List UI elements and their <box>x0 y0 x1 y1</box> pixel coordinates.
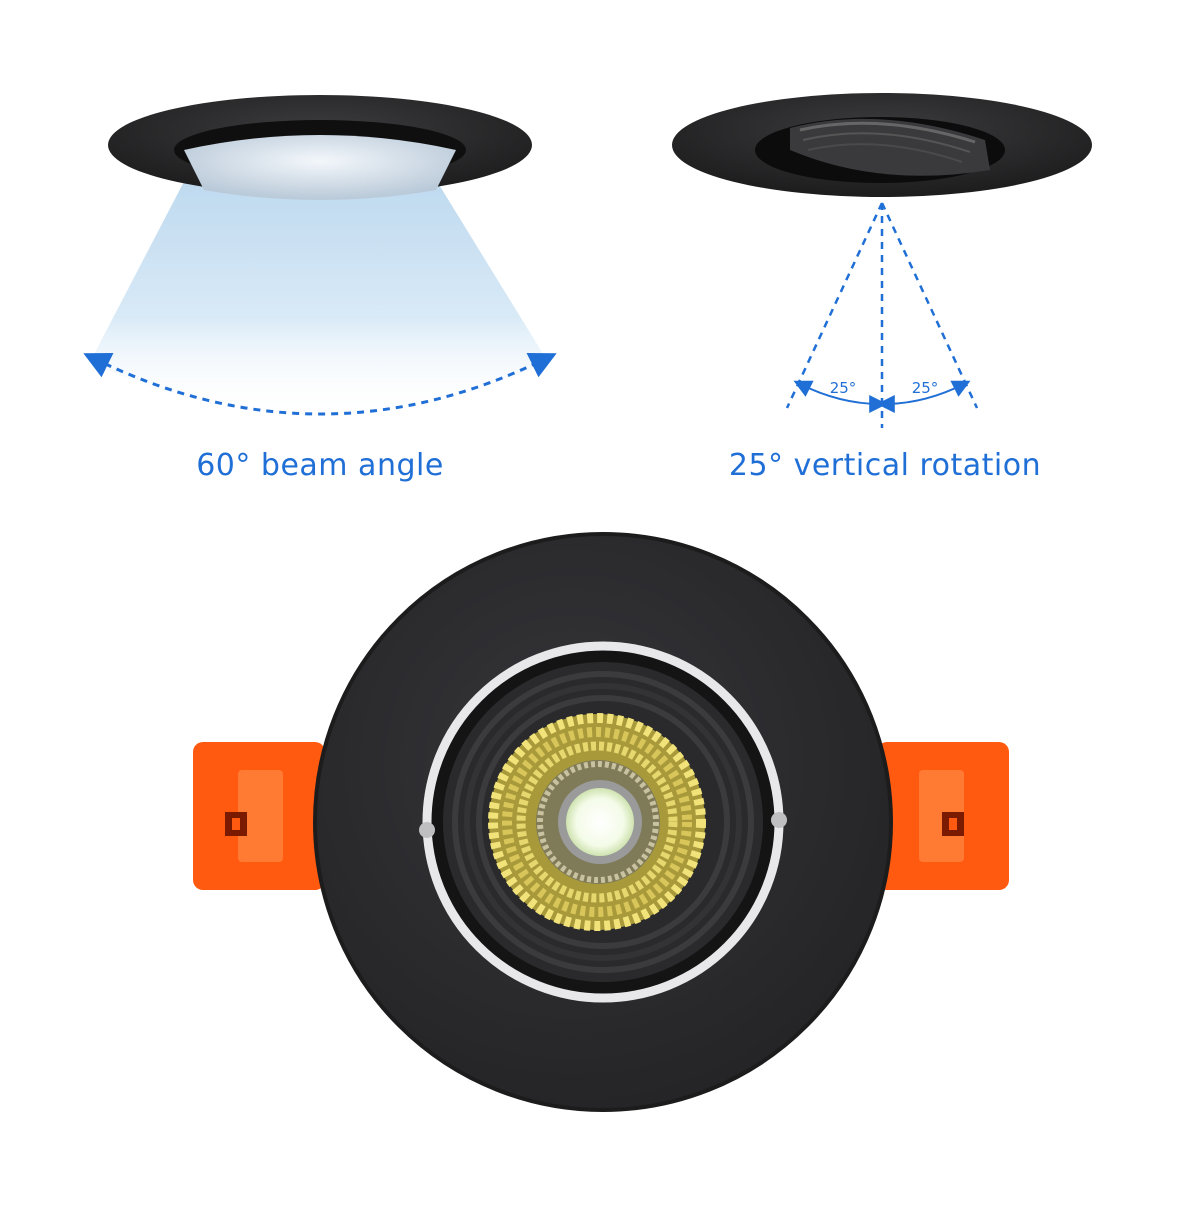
tilt-angle-diagram-icon: 25° 25° <box>785 202 979 428</box>
angle-right-label: 25° <box>912 379 939 397</box>
rotation-fixture-illustration: 25° 25° <box>672 93 1092 428</box>
spring-clip-right <box>877 742 1009 890</box>
beam-spread-arc-icon <box>83 353 557 416</box>
recessed-spotlight-front-view-icon <box>193 532 1009 1112</box>
beam-fixture-illustration <box>83 95 557 416</box>
angle-left-label: 25° <box>830 379 857 397</box>
spring-clip-left <box>193 742 325 890</box>
beam-angle-caption: 60° beam angle <box>196 448 444 483</box>
light-beam <box>90 170 548 416</box>
vertical-rotation-caption: 25° vertical rotation <box>728 448 1042 483</box>
